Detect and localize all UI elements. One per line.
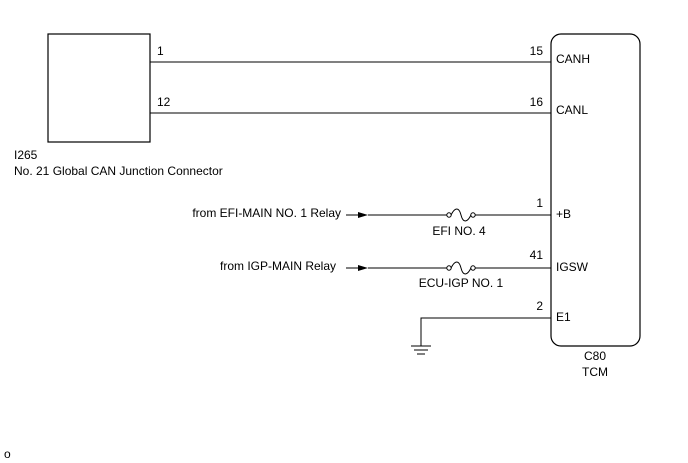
junction-pin-canl: 12 bbox=[157, 95, 171, 109]
junction-connector-box bbox=[47, 33, 151, 143]
igp-arrow-icon bbox=[358, 265, 368, 271]
ground-icon bbox=[411, 345, 431, 355]
tcm-pin-b-label: +B bbox=[556, 207, 571, 221]
fuse-efi-icon bbox=[446, 208, 476, 222]
tcm-pin-b-number: 1 bbox=[536, 196, 543, 210]
fuse-ecu-igp-label: ECU-IGP NO. 1 bbox=[419, 276, 504, 290]
source-igp-main: from IGP-MAIN Relay bbox=[220, 259, 336, 273]
junction-connector-name: No. 21 Global CAN Junction Connector bbox=[14, 164, 223, 178]
source-efi-main: from EFI-MAIN NO. 1 Relay bbox=[192, 206, 341, 220]
fuse-ecu-igp-icon bbox=[446, 261, 476, 275]
tcm-pin-igsw-number: 41 bbox=[530, 248, 544, 262]
tcm-pin-e1-label: E1 bbox=[556, 310, 571, 324]
junction-connector-code: I265 bbox=[14, 148, 38, 162]
tcm-pin-canl-label: CANL bbox=[556, 103, 588, 117]
footer-mark: o bbox=[4, 447, 11, 461]
tcm-name: TCM bbox=[582, 365, 608, 379]
tcm-pin-canh-label: CANH bbox=[556, 52, 590, 66]
junction-pin-canh: 1 bbox=[157, 44, 164, 58]
efi-arrow-icon bbox=[358, 212, 368, 218]
tcm-pin-canh-number: 15 bbox=[530, 44, 544, 58]
ground-wire bbox=[420, 317, 551, 346]
tcm-code: C80 bbox=[584, 349, 606, 363]
fuse-efi-label: EFI NO. 4 bbox=[432, 224, 486, 238]
tcm-pin-igsw-label: IGSW bbox=[556, 260, 589, 274]
tcm-box bbox=[550, 33, 641, 347]
tcm-pin-e1-number: 2 bbox=[536, 299, 543, 313]
tcm-pin-canl-number: 16 bbox=[530, 95, 544, 109]
